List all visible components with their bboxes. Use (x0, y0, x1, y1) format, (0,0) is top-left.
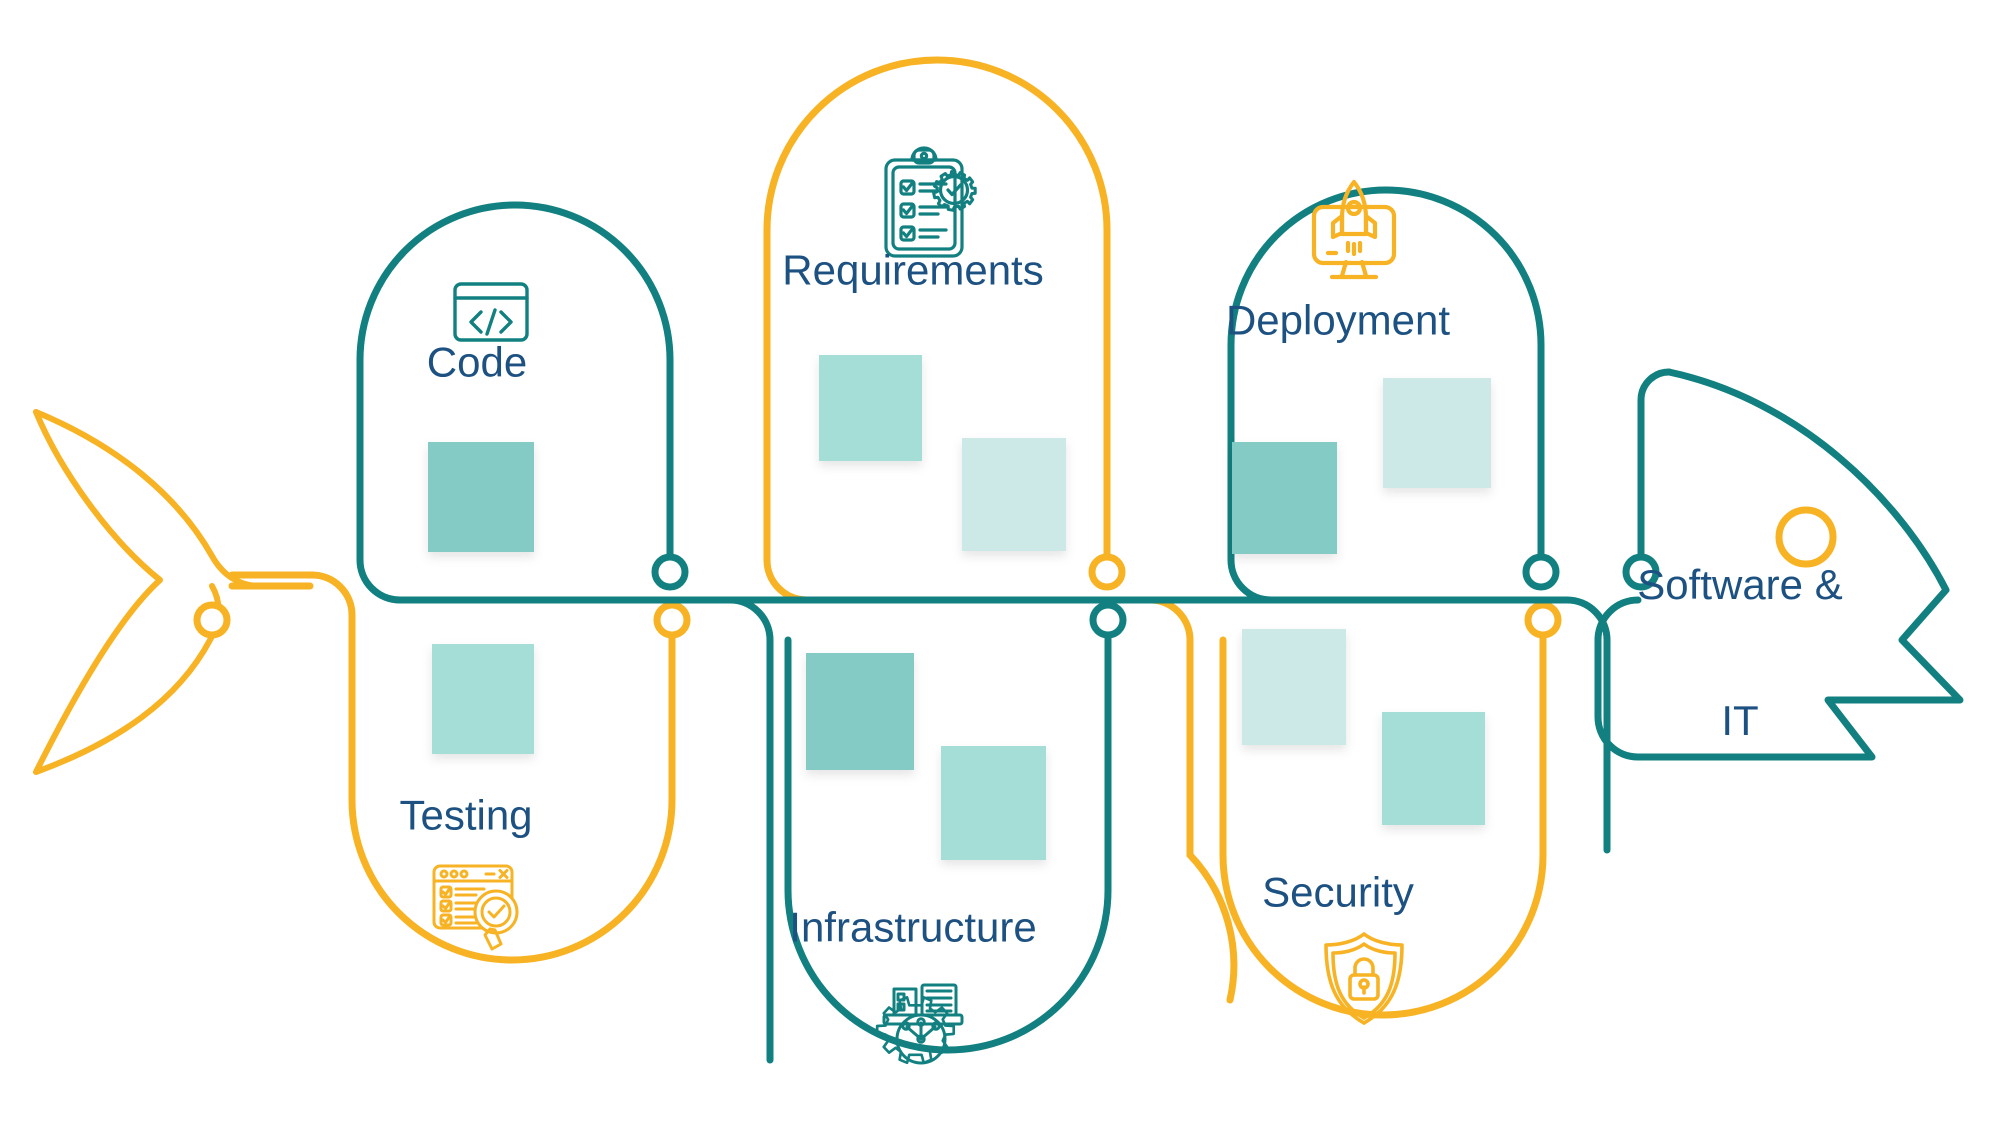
block-infrastructure-2 (941, 746, 1046, 860)
code-window-icon (453, 282, 529, 342)
connector-node-code (651, 553, 689, 591)
block-infrastructure-1 (806, 653, 914, 770)
block-security-1 (1242, 629, 1346, 745)
block-deployment-2 (1383, 378, 1491, 488)
shield-lock-icon (1324, 932, 1404, 1025)
head-label-line1: Software & (1637, 560, 1843, 608)
bone-label-code: Code (426, 338, 528, 386)
block-requirements-1 (819, 355, 922, 461)
fish-eye-icon (1775, 506, 1837, 568)
connector-node-deployment (1522, 553, 1560, 591)
bone-label-testing: Testing (399, 791, 533, 839)
bone-infrastructure[interactable] (784, 601, 1127, 1054)
block-security-2 (1382, 712, 1485, 825)
bone-label-deployment: Deployment (1225, 296, 1451, 344)
sticky-blocks (428, 355, 1491, 860)
connector-node-tail (193, 601, 231, 639)
block-testing-1 (432, 644, 534, 754)
block-code-1 (428, 442, 534, 552)
block-requirements-2 (962, 438, 1066, 551)
bone-security[interactable] (1219, 601, 1562, 1019)
rocket-monitor-icon (1311, 179, 1397, 280)
bone-label-requirements: Requirements (782, 246, 1044, 294)
server-gear-icon (875, 983, 964, 1065)
connector-node-head (1622, 553, 1660, 591)
connector-node-requirements (1088, 553, 1126, 591)
test-report-magnifier-icon (432, 864, 519, 951)
bone-testing[interactable] (228, 571, 691, 964)
block-deployment-1 (1232, 442, 1337, 554)
bone-label-infrastructure: Infrastructure (789, 903, 1037, 951)
connector-node-security (1524, 601, 1562, 639)
fish-tail (33, 409, 313, 775)
bone-requirements[interactable] (763, 56, 1238, 1004)
connector-node-testing (653, 601, 691, 639)
clipboard-gear-icon (884, 146, 977, 258)
connector-node-infrastructure (1089, 601, 1127, 639)
head-label: Software & IT (1637, 471, 1842, 789)
head-label-line2: IT (1721, 697, 1759, 745)
fish-head (1594, 368, 1964, 761)
bone-label-security: Security (1262, 868, 1414, 916)
